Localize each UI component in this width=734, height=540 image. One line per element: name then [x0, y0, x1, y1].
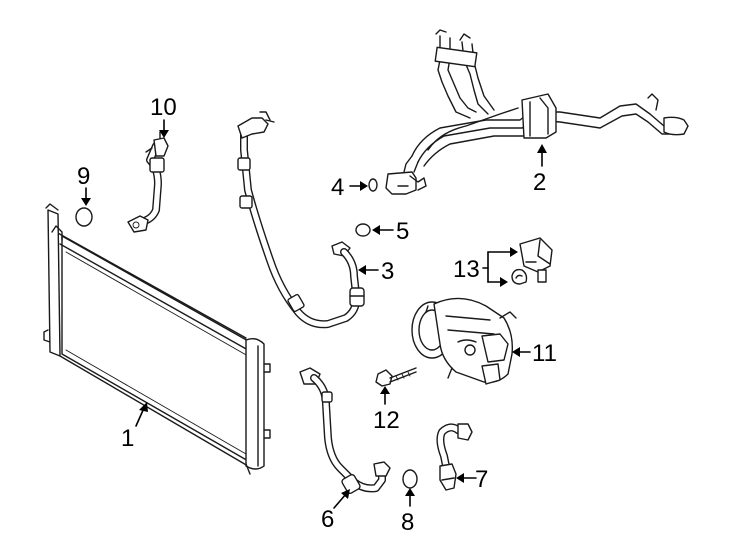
callout-8: 8 — [401, 509, 414, 536]
callout-2: 2 — [533, 169, 546, 196]
callout-11: 11 — [532, 340, 557, 367]
callout-3: 3 — [381, 258, 394, 285]
callout-7: 7 — [475, 466, 488, 493]
callout-9: 9 — [77, 163, 90, 190]
callout-13: 13 — [453, 256, 480, 283]
part-compressor — [411, 297, 517, 385]
part-4-oring — [368, 178, 378, 192]
part-hose-7 — [436, 423, 473, 491]
callout-4: 4 — [331, 174, 344, 201]
part-hose-3 — [237, 111, 365, 329]
callout-5: 5 — [396, 218, 409, 245]
part-hose-10 — [127, 131, 169, 233]
part-8-seal — [402, 469, 418, 489]
callout-6: 6 — [321, 506, 334, 533]
leader-lines — [81, 119, 547, 509]
part-line-assembly — [385, 29, 689, 195]
part-condenser — [43, 203, 271, 475]
part-sensor — [511, 237, 553, 285]
part-hose-6 — [299, 367, 391, 495]
callout-12: 12 — [373, 407, 400, 434]
callout-1: 1 — [121, 425, 134, 452]
part-bolt — [375, 367, 417, 387]
callout-10: 10 — [150, 94, 177, 121]
part-5-seal — [355, 223, 371, 237]
part-9-seal — [75, 207, 93, 227]
callout-labels: 1 2 3 4 5 6 7 8 9 10 11 12 13 — [77, 94, 557, 536]
